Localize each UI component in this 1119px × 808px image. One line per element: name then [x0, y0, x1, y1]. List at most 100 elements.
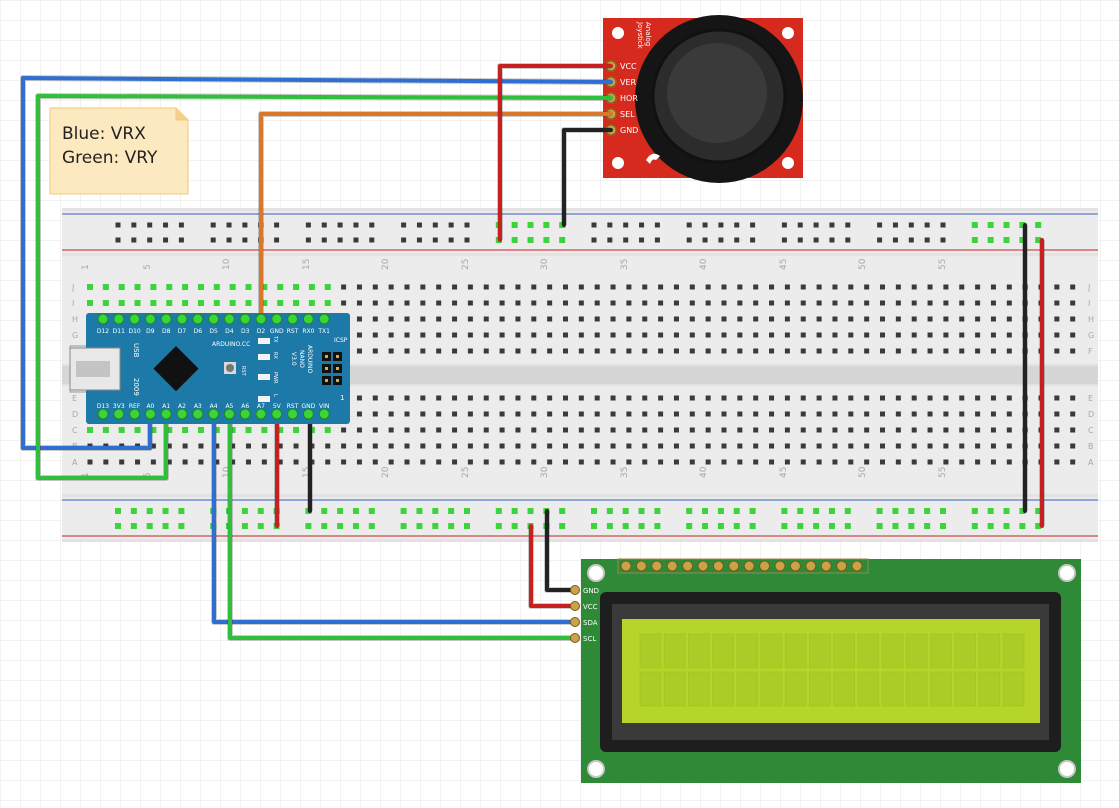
breadboard-hole[interactable] [499, 300, 505, 306]
breadboard-hole[interactable] [563, 284, 568, 290]
breadboard-hole[interactable] [721, 443, 727, 449]
breadboard-hole[interactable] [610, 284, 616, 290]
rail-hole[interactable] [702, 222, 708, 228]
breadboard-hole[interactable] [467, 395, 473, 401]
breadboard-hole[interactable] [626, 395, 632, 401]
breadboard-hole[interactable] [372, 427, 378, 433]
breadboard-hole[interactable] [911, 332, 917, 338]
rail-hole[interactable] [242, 222, 248, 228]
breadboard-hole[interactable] [499, 395, 505, 401]
breadboard-hole[interactable] [1070, 427, 1076, 433]
breadboard-hole[interactable] [563, 300, 568, 306]
breadboard-hole[interactable] [721, 395, 727, 401]
breadboard-hole[interactable] [753, 332, 759, 338]
breadboard-hole[interactable] [214, 459, 220, 465]
breadboard-hole[interactable] [769, 411, 775, 417]
arduino-pin[interactable] [176, 408, 188, 420]
rail-hole[interactable] [178, 222, 184, 228]
breadboard-hole[interactable] [341, 443, 347, 449]
breadboard-hole[interactable] [911, 459, 917, 465]
breadboard-hole[interactable] [737, 459, 743, 465]
breadboard-hole[interactable] [610, 300, 616, 306]
arduino-pin[interactable] [160, 313, 172, 325]
breadboard-hole[interactable] [959, 427, 965, 433]
breadboard-hole[interactable] [832, 395, 838, 401]
wire-lcd-vcc[interactable] [529, 524, 577, 608]
breadboard-hole[interactable] [452, 332, 458, 338]
breadboard-hole[interactable] [816, 300, 822, 306]
breadboard-hole[interactable] [467, 427, 473, 433]
breadboard-hole[interactable] [372, 332, 378, 338]
breadboard-hole[interactable] [737, 411, 743, 417]
rail-hole[interactable] [813, 237, 819, 243]
breadboard-hole[interactable] [1006, 284, 1012, 290]
breadboard-hole[interactable] [420, 459, 426, 465]
breadboard-hole[interactable] [816, 427, 822, 433]
breadboard-hole[interactable] [1054, 395, 1060, 401]
breadboard-hole[interactable] [594, 411, 600, 417]
rail-hole[interactable] [131, 237, 137, 243]
breadboard-hole[interactable] [372, 348, 378, 354]
breadboard-hole[interactable] [864, 316, 870, 322]
breadboard-hole[interactable] [816, 443, 822, 449]
breadboard-hole[interactable] [689, 316, 695, 322]
breadboard-hole[interactable] [880, 284, 885, 290]
breadboard-hole[interactable] [1070, 348, 1076, 354]
breadboard-hole[interactable] [467, 443, 473, 449]
breadboard-hole[interactable] [610, 459, 616, 465]
breadboard-hole[interactable] [642, 459, 648, 465]
rail-hole[interactable] [781, 222, 787, 228]
breadboard-hole[interactable] [578, 348, 584, 354]
breadboard-hole[interactable] [499, 427, 505, 433]
breadboard-hole[interactable] [483, 459, 489, 465]
breadboard-hole[interactable] [372, 284, 378, 290]
breadboard-hole[interactable] [594, 316, 600, 322]
breadboard-hole[interactable] [547, 316, 553, 322]
breadboard-hole[interactable] [895, 300, 901, 306]
breadboard-hole[interactable] [975, 316, 981, 322]
breadboard-hole[interactable] [563, 332, 568, 338]
breadboard-hole[interactable] [356, 332, 362, 338]
breadboard-hole[interactable] [784, 443, 790, 449]
breadboard-hole[interactable] [737, 348, 743, 354]
breadboard-hole[interactable] [975, 300, 981, 306]
breadboard-hole[interactable] [372, 316, 378, 322]
breadboard-hole[interactable] [990, 300, 996, 306]
breadboard-hole[interactable] [895, 459, 901, 465]
breadboard-hole[interactable] [404, 348, 410, 354]
breadboard-hole[interactable] [927, 459, 933, 465]
breadboard-hole[interactable] [975, 332, 981, 338]
breadboard-hole[interactable] [832, 316, 838, 322]
breadboard-hole[interactable] [515, 395, 521, 401]
breadboard-hole[interactable] [959, 411, 965, 417]
breadboard-hole[interactable] [388, 332, 394, 338]
breadboard-hole[interactable] [531, 395, 537, 401]
breadboard-hole[interactable] [895, 427, 901, 433]
breadboard-hole[interactable] [880, 427, 885, 433]
breadboard-hole[interactable] [467, 316, 473, 322]
breadboard-hole[interactable] [515, 284, 521, 290]
rail-hole[interactable] [924, 237, 930, 243]
breadboard-hole[interactable] [547, 459, 553, 465]
arduino-pin[interactable] [239, 313, 251, 325]
rail-hole[interactable] [639, 237, 645, 243]
breadboard-hole[interactable] [784, 427, 790, 433]
breadboard-hole[interactable] [182, 443, 188, 449]
breadboard-hole[interactable] [864, 300, 870, 306]
breadboard-hole[interactable] [578, 332, 584, 338]
breadboard-hole[interactable] [246, 459, 251, 465]
breadboard-hole[interactable] [689, 348, 695, 354]
breadboard-hole[interactable] [927, 284, 933, 290]
breadboard-hole[interactable] [705, 300, 711, 306]
breadboard-hole[interactable] [769, 348, 775, 354]
rail-hole[interactable] [274, 222, 280, 228]
breadboard-hole[interactable] [420, 300, 426, 306]
breadboard-hole[interactable] [166, 459, 172, 465]
breadboard-hole[interactable] [800, 348, 806, 354]
rail-hole[interactable] [163, 222, 169, 228]
rail-hole[interactable] [940, 222, 946, 228]
rail-hole[interactable] [892, 222, 898, 228]
breadboard-hole[interactable] [499, 459, 505, 465]
breadboard-hole[interactable] [927, 316, 933, 322]
breadboard-hole[interactable] [800, 395, 806, 401]
